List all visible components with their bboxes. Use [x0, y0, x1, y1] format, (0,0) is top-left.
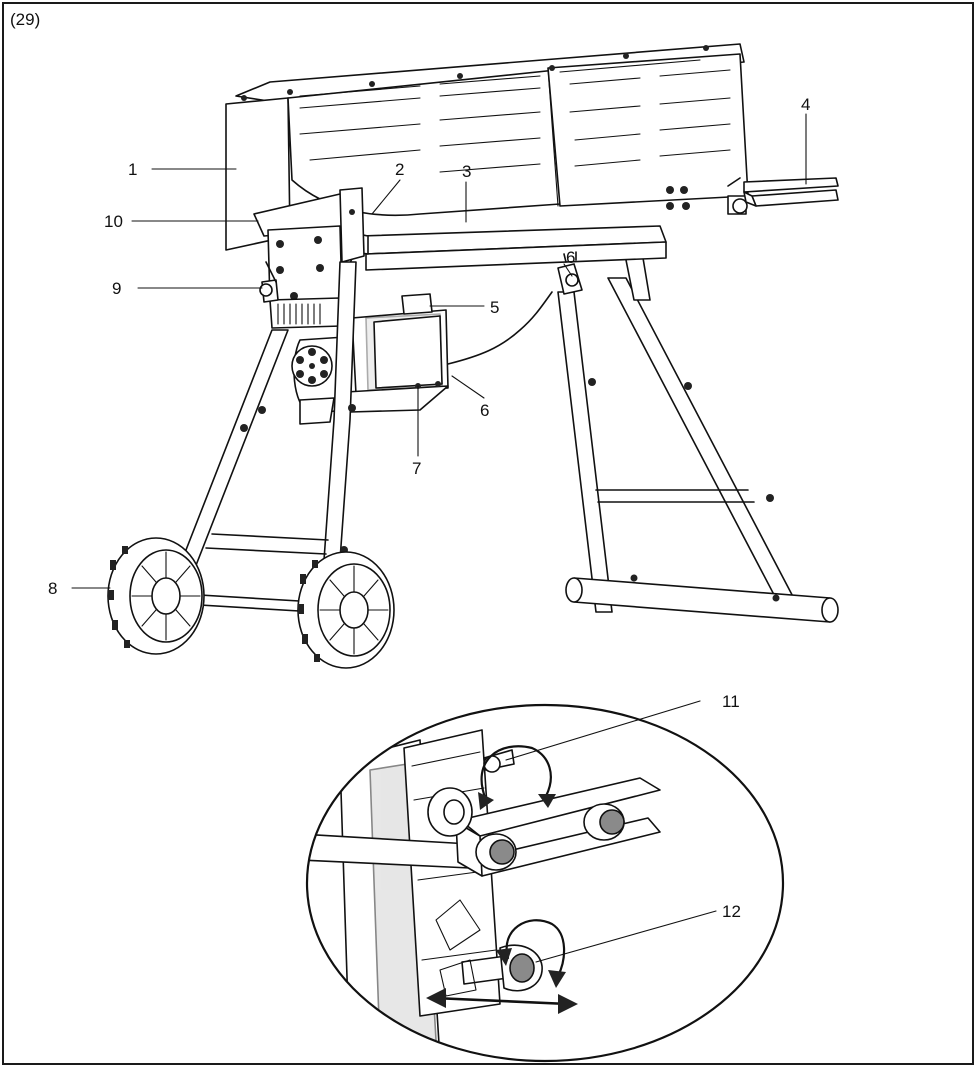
callout-9: 9 [112, 279, 121, 298]
protective-hood [225, 43, 749, 251]
callout-1: 1 [128, 160, 137, 179]
control-block [259, 261, 343, 329]
callout-2: 2 [395, 160, 404, 179]
wheel-left [107, 537, 205, 655]
callout-11: 11 [722, 692, 740, 711]
callout-7: 7 [412, 459, 421, 478]
figure-number: (29) [10, 10, 41, 29]
callout-4: 4 [801, 95, 810, 114]
adjustment-detail [305, 703, 785, 1063]
callout-12: 12 [722, 902, 741, 921]
callout-3: 3 [462, 162, 471, 181]
callout-6: 6 [480, 401, 489, 420]
guide-bolt-1 [475, 833, 517, 871]
rotation-arrow-12 [496, 919, 566, 988]
leader-lines [71, 113, 807, 963]
table-extension [743, 177, 839, 207]
callout-10: 10 [104, 212, 123, 231]
callout-6-plug: 6 [566, 248, 575, 267]
main-beam [335, 225, 667, 271]
motor-housing [345, 291, 553, 413]
rotation-arrow-11 [478, 745, 556, 810]
rear-legs [557, 239, 839, 623]
wheel-right [297, 551, 395, 669]
slide-arrow [426, 988, 578, 1014]
splitting-wedge [253, 187, 365, 303]
log-splitter-machine [107, 43, 839, 669]
guide-bolt-2 [583, 803, 625, 841]
callout-8: 8 [48, 579, 57, 598]
callout-numbers: 1 2 3 4 5 6 6 7 8 9 10 11 12 [48, 95, 810, 921]
power-plug [557, 251, 583, 295]
callout-5: 5 [490, 298, 499, 317]
